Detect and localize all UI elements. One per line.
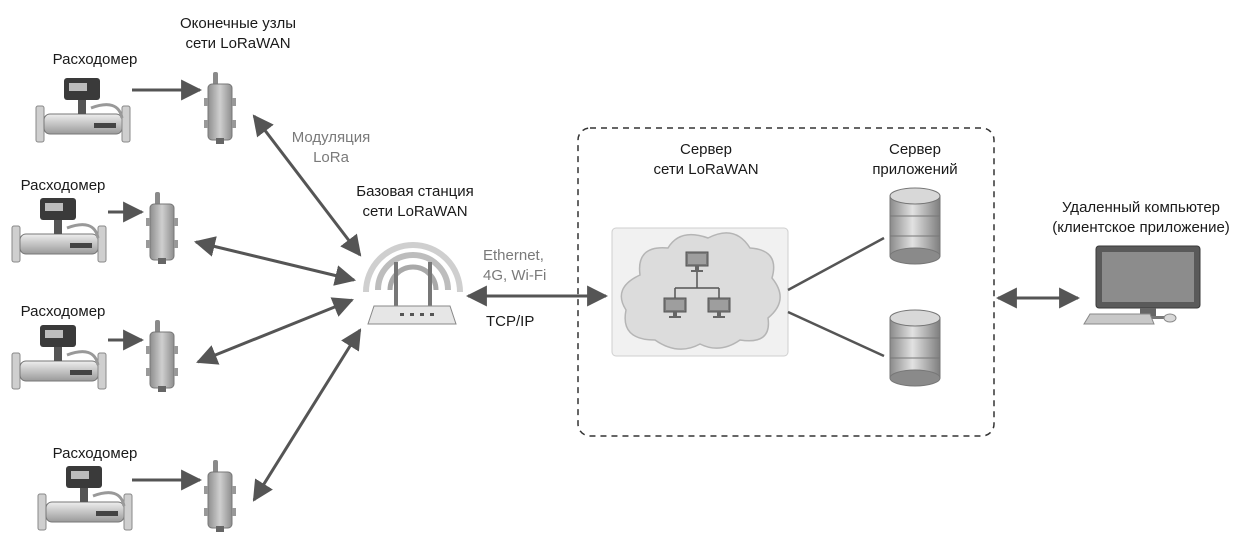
network-server-label-line1: Сервер xyxy=(679,141,732,158)
lorawan-node-icon xyxy=(203,71,237,145)
app-server-label-line1: Сервер xyxy=(888,141,941,158)
remote-pc-label-line2: (клиентское приложение) xyxy=(1052,219,1230,236)
remote-pc-label-line1: Удаленный компьютер xyxy=(1061,199,1221,216)
tcpip-label: TCP/IP xyxy=(486,313,535,330)
server-link-line xyxy=(787,236,885,292)
modulation-label-line2: LoRa xyxy=(313,149,349,166)
modulation-label-line1: Модуляция xyxy=(291,129,371,146)
lorawan-node-icon xyxy=(145,319,179,393)
server-link-line xyxy=(787,310,885,358)
lorawan-node-icon xyxy=(145,191,179,265)
flowmeter-label: Расходомер xyxy=(20,177,106,194)
desktop-computer-icon xyxy=(1083,245,1201,325)
lora-link-arrow xyxy=(196,297,354,365)
lora-link-arrow xyxy=(252,114,362,257)
app-server-label-line2: приложений xyxy=(872,161,958,178)
base-station-label-line2: сети LoRaWAN xyxy=(362,203,468,220)
servers-dashed-box xyxy=(577,127,995,437)
flowmeter-icon xyxy=(10,196,108,264)
lorawan-node-icon xyxy=(203,459,237,533)
network-server-label-line2: сети LoRaWAN xyxy=(653,161,759,178)
flowmeter-icon xyxy=(36,464,134,532)
flowmeter-icon xyxy=(34,76,132,144)
flowmeter-label: Расходомер xyxy=(52,445,138,462)
link-type-label-line2: 4G, Wi-Fi xyxy=(483,267,547,284)
lora-link-arrow xyxy=(193,236,357,286)
flowmeter-icon xyxy=(10,323,108,391)
base-station-label-line1: Базовая станция xyxy=(356,183,474,200)
flowmeter-label: Расходомер xyxy=(52,51,138,68)
flowmeter-label: Расходомер xyxy=(20,303,106,320)
database-icon xyxy=(889,187,941,265)
lora-link-arrow xyxy=(252,328,362,502)
cloud-network-icon xyxy=(611,227,789,357)
end-nodes-title-line2: сети LoRaWAN xyxy=(185,35,291,52)
base-station-icon xyxy=(363,242,463,325)
database-icon xyxy=(889,309,941,387)
end-nodes-title-line1: Оконечные узлы xyxy=(179,15,296,32)
link-type-label-line1: Ethernet, xyxy=(483,247,544,264)
